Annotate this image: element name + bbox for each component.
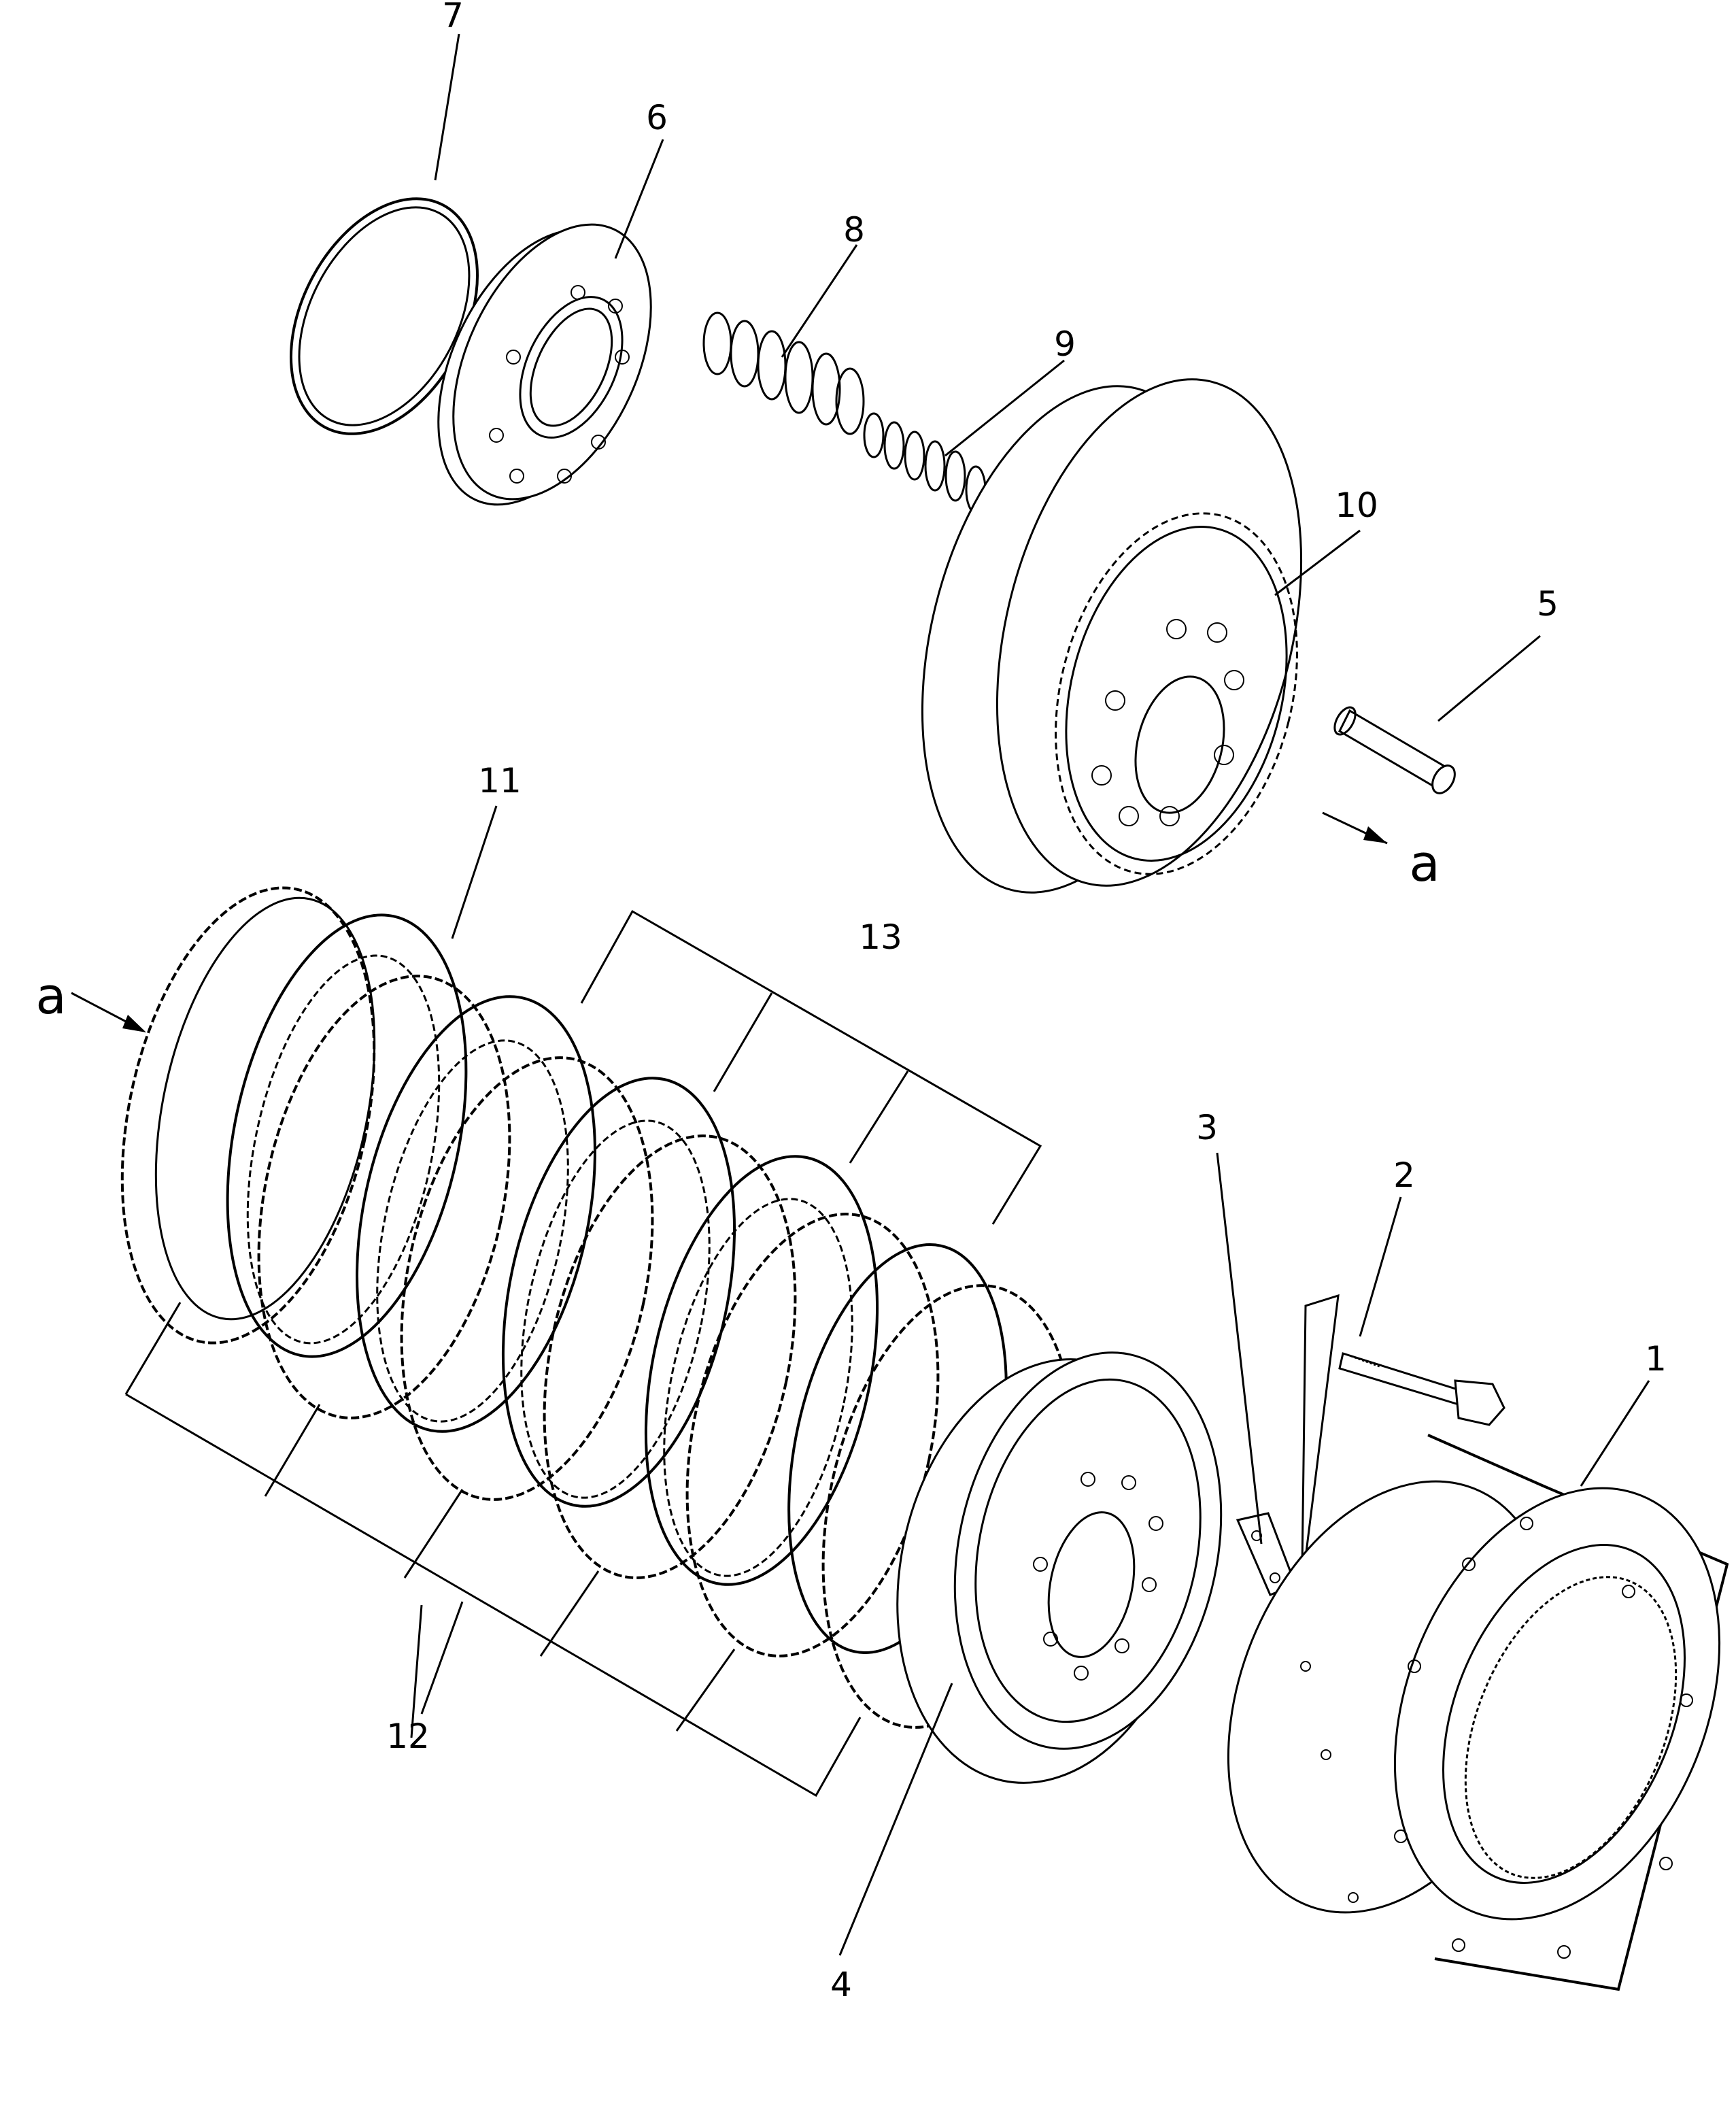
housing-part	[1227, 1434, 1729, 1991]
group-bracket-13	[580, 909, 1042, 1225]
callout-5: 5	[1537, 584, 1559, 624]
callout-2: 2	[1393, 1156, 1415, 1195]
callout-3: 3	[1196, 1108, 1218, 1147]
dowel-pin-part	[1333, 706, 1456, 794]
callout-6: 6	[646, 98, 668, 137]
view-letter-left: a	[35, 967, 66, 1026]
callout-9: 9	[1054, 324, 1076, 364]
callout-10: 10	[1335, 486, 1378, 525]
bolt-part	[1338, 1352, 1505, 1426]
piston-part	[437, 223, 652, 506]
disc-stack	[120, 886, 1076, 1729]
carrier-part	[921, 378, 1303, 894]
callout-4: 4	[830, 1965, 852, 2004]
callout-8: 8	[843, 210, 865, 250]
leader-lines	[420, 33, 1650, 1956]
group-bracket-12	[124, 1302, 862, 1798]
view-arrow-left	[71, 992, 146, 1032]
view-arrow-upper	[1322, 811, 1388, 845]
callout-1: 1	[1645, 1339, 1667, 1379]
callout-13: 13	[859, 917, 902, 957]
spring-outer-part	[702, 311, 865, 435]
callout-7: 7	[442, 0, 464, 35]
callout-11: 11	[478, 761, 522, 800]
view-letter-upper: a	[1409, 835, 1440, 893]
hub-part	[896, 1351, 1223, 1784]
callout-12: 12	[386, 1717, 430, 1756]
spring-inner-part	[863, 412, 987, 514]
